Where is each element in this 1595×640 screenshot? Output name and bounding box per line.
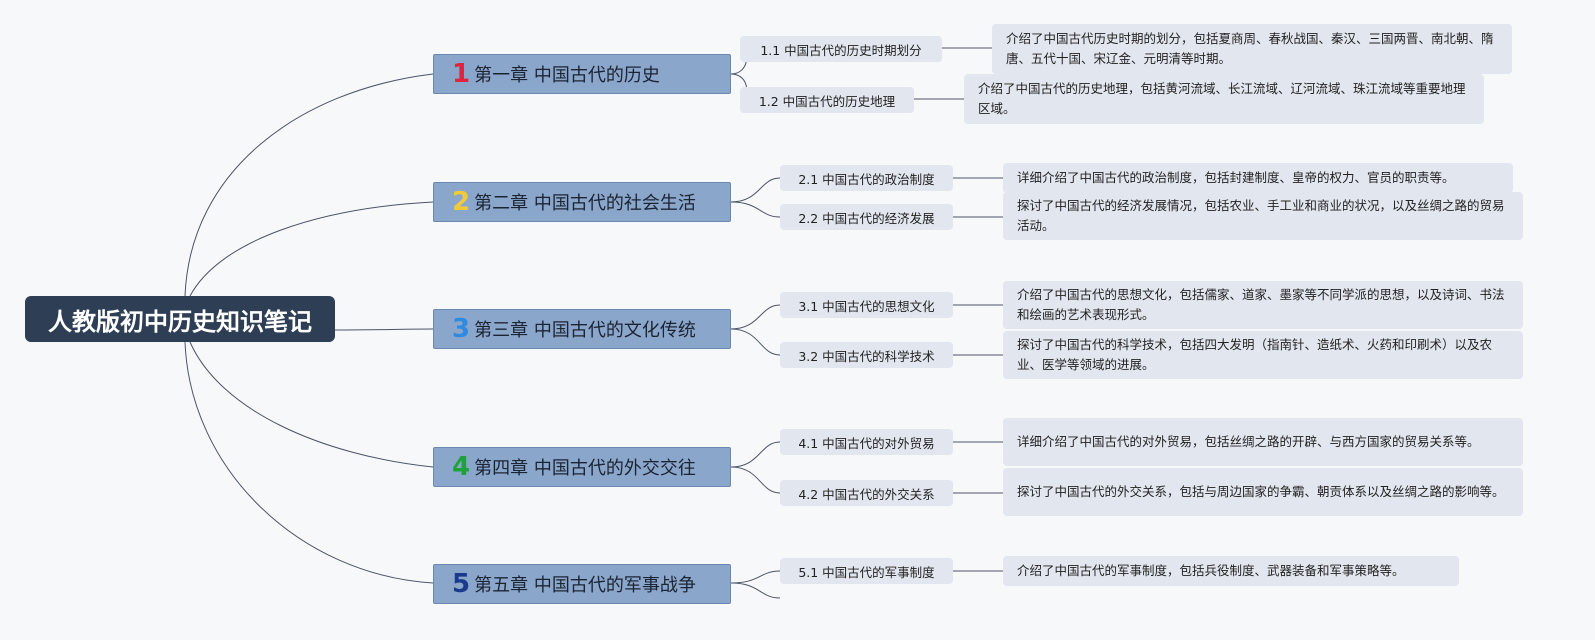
root-title: 人教版初中历史知识笔记 — [48, 307, 312, 336]
desc-2-1-text: 详细介绍了中国古代的政治制度，包括封建制度、皇帝的权力、官员的职责等。 — [1017, 170, 1455, 185]
connector-root-ch3 — [334, 328, 434, 331]
section-4-2-node[interactable]: 4.2 中国古代的外交关系 — [780, 480, 953, 506]
desc-1-1-text: 介绍了中国古代历史时期的划分，包括夏商周、春秋战国、秦汉、三国两晋、南北朝、隋唐… — [1006, 31, 1494, 66]
chapter-5-title: 第五章 中国古代的军事战争 — [474, 575, 696, 596]
desc-4-1-node[interactable]: 详细介绍了中国古代的对外贸易，包括丝绸之路的开辟、与西方国家的贸易关系等。 — [1003, 418, 1523, 466]
connector-ch2-s1 — [730, 177, 781, 203]
chapter-4-number: 4 — [452, 452, 471, 482]
chapter-5-number: 5 — [452, 569, 471, 599]
chapter-3-node[interactable]: 3 第三章 中国古代的文化传统 — [433, 309, 731, 349]
connector-ch2-s2 — [730, 201, 781, 218]
connector-root-ch1 — [184, 73, 434, 297]
section-4-2-label: 4.2 中国古代的外交关系 — [798, 486, 935, 502]
section-2-1-node[interactable]: 2.1 中国古代的政治制度 — [780, 165, 953, 191]
chapter-4-title: 第四章 中国古代的外交交往 — [474, 458, 696, 479]
connector-ch4-s1 — [730, 441, 781, 468]
section-2-2-node[interactable]: 2.2 中国古代的经济发展 — [780, 204, 953, 230]
desc-2-1-node[interactable]: 详细介绍了中国古代的政治制度，包括封建制度、皇帝的权力、官员的职责等。 — [1003, 163, 1513, 193]
section-3-2-label: 3.2 中国古代的科学技术 — [798, 348, 935, 364]
desc-5-1-text: 介绍了中国古代的军事制度，包括兵役制度、武器装备和军事策略等。 — [1017, 563, 1405, 578]
chapter-2-number: 2 — [452, 187, 471, 217]
connector-ch5-s1 — [730, 570, 781, 584]
section-3-2-node[interactable]: 3.2 中国古代的科学技术 — [780, 342, 953, 368]
section-3-1-node[interactable]: 3.1 中国古代的思想文化 — [780, 292, 953, 318]
connector-ch4-s2 — [730, 466, 781, 494]
desc-2-2-node[interactable]: 探讨了中国古代的经济发展情况，包括农业、手工业和商业的状况，以及丝绸之路的贸易活… — [1003, 192, 1523, 240]
section-2-2-label: 2.2 中国古代的经济发展 — [798, 210, 935, 226]
desc-4-2-node[interactable]: 探讨了中国古代的外交关系，包括与周边国家的争霸、朝贡体系以及丝绸之路的影响等。 — [1003, 468, 1523, 516]
chapter-1-node[interactable]: 1 第一章 中国古代的历史 — [433, 54, 731, 94]
chapter-5-node[interactable]: 5 第五章 中国古代的军事战争 — [433, 564, 731, 604]
chapter-2-title: 第二章 中国古代的社会生活 — [474, 193, 696, 214]
connector-ch3-s2 — [730, 328, 781, 356]
desc-3-2-text: 探讨了中国古代的科学技术，包括四大发明（指南针、造纸术、火药和印刷术）以及农业、… — [1017, 337, 1493, 372]
desc-4-2-text: 探讨了中国古代的外交关系，包括与周边国家的争霸、朝贡体系以及丝绸之路的影响等。 — [1017, 484, 1505, 499]
connector-ch3-s1 — [730, 304, 781, 330]
section-1-1-node[interactable]: 1.1 中国古代的历史时期划分 — [740, 36, 942, 62]
desc-1-1-node[interactable]: 介绍了中国古代历史时期的划分，包括夏商周、春秋战国、秦汉、三国两晋、南北朝、隋唐… — [992, 24, 1512, 74]
section-5-1-node[interactable]: 5.1 中国古代的军事制度 — [780, 558, 953, 584]
section-4-1-label: 4.1 中国古代的对外贸易 — [798, 435, 935, 451]
chapter-1-title: 第一章 中国古代的历史 — [474, 65, 660, 86]
chapter-3-number: 3 — [452, 314, 471, 344]
chapter-4-node[interactable]: 4 第四章 中国古代的外交交往 — [433, 447, 731, 487]
section-1-1-label: 1.1 中国古代的历史时期划分 — [760, 42, 922, 58]
section-1-2-node[interactable]: 1.2 中国古代的历史地理 — [740, 87, 914, 113]
desc-1-2-node[interactable]: 介绍了中国古代的历史地理，包括黄河流域、长江流域、辽河流域、珠江流域等重要地理区… — [964, 74, 1484, 124]
connector-root-ch4 — [189, 341, 434, 468]
chapter-2-node[interactable]: 2 第二章 中国古代的社会生活 — [433, 182, 731, 222]
desc-3-1-node[interactable]: 介绍了中国古代的思想文化，包括儒家、道家、墨家等不同学派的思想，以及诗词、书法和… — [1003, 281, 1523, 329]
connector-ch5-tail — [730, 582, 781, 599]
connector-root-ch5 — [184, 341, 434, 584]
section-1-2-label: 1.2 中国古代的历史地理 — [758, 93, 896, 109]
section-2-1-label: 2.1 中国古代的政治制度 — [798, 171, 935, 187]
root-node[interactable]: 人教版初中历史知识笔记 — [25, 296, 335, 342]
section-4-1-node[interactable]: 4.1 中国古代的对外贸易 — [780, 429, 953, 455]
desc-4-1-text: 详细介绍了中国古代的对外贸易，包括丝绸之路的开辟、与西方国家的贸易关系等。 — [1017, 434, 1480, 449]
desc-5-1-node[interactable]: 介绍了中国古代的军事制度，包括兵役制度、武器装备和军事策略等。 — [1003, 556, 1459, 586]
section-3-1-label: 3.1 中国古代的思想文化 — [798, 298, 935, 314]
desc-2-2-text: 探讨了中国古代的经济发展情况，包括农业、手工业和商业的状况，以及丝绸之路的贸易活… — [1017, 198, 1505, 233]
chapter-1-number: 1 — [452, 59, 471, 89]
desc-3-2-node[interactable]: 探讨了中国古代的科学技术，包括四大发明（指南针、造纸术、火药和印刷术）以及农业、… — [1003, 331, 1523, 379]
desc-1-2-text: 介绍了中国古代的历史地理，包括黄河流域、长江流域、辽河流域、珠江流域等重要地理区… — [978, 81, 1466, 116]
connector-root-ch2 — [189, 201, 434, 297]
desc-3-1-text: 介绍了中国古代的思想文化，包括儒家、道家、墨家等不同学派的思想，以及诗词、书法和… — [1017, 287, 1505, 322]
section-5-1-label: 5.1 中国古代的军事制度 — [798, 564, 935, 580]
chapter-3-title: 第三章 中国古代的文化传统 — [474, 320, 696, 341]
